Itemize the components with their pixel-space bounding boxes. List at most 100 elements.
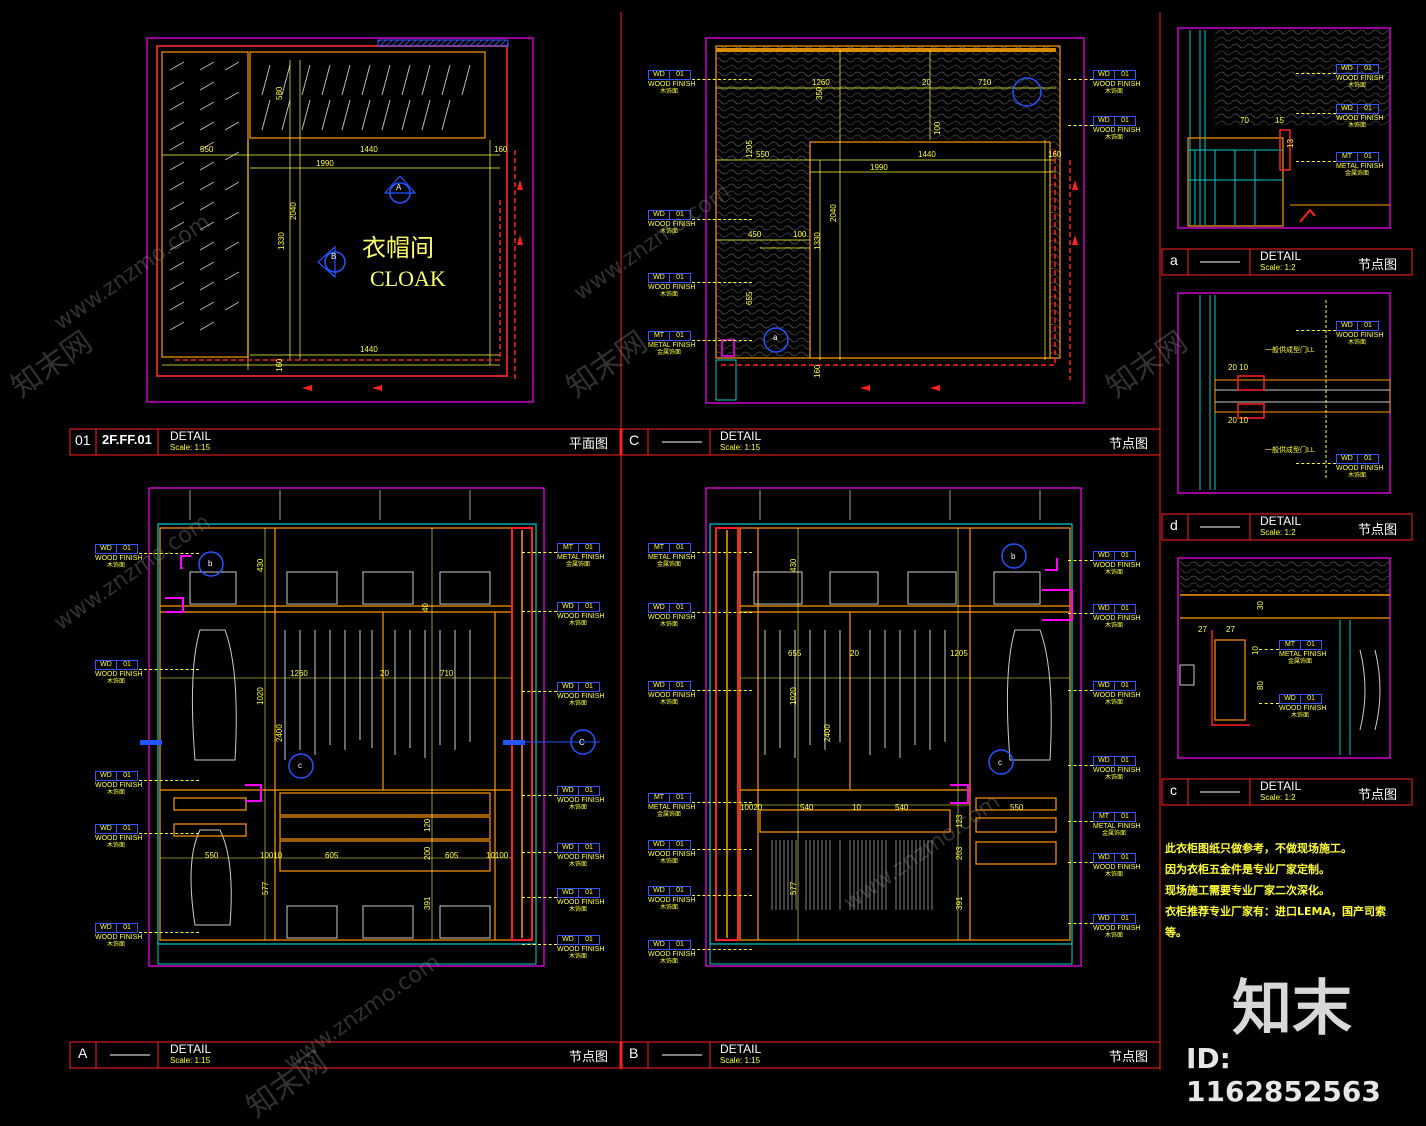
panel-a-label: 节点图	[569, 1049, 609, 1064]
tag-leader-line	[1068, 79, 1093, 80]
tag-leader-line	[1296, 161, 1336, 162]
tag-number: 01	[1115, 756, 1136, 766]
tag-name-cn: 木饰面	[1104, 933, 1123, 939]
panel-01-number: 01	[75, 432, 91, 448]
eleva-callout-c: c	[298, 761, 302, 770]
tag-name-cn: 木饰面	[106, 843, 125, 849]
tag-leader-line	[692, 282, 752, 283]
elevb-dim-1020: 1020	[789, 687, 798, 705]
tag-number: 01	[670, 543, 691, 553]
tag-code: WD	[95, 824, 117, 834]
tag-name-en: WOOD FINISH	[95, 782, 143, 789]
plan-drawing	[146, 37, 534, 403]
tag-name-en: WOOD FINISH	[1093, 925, 1141, 932]
eleva-dim-391: 391	[423, 896, 432, 910]
tag-leader-line	[1296, 463, 1336, 464]
eleva-dim-120: 120	[423, 818, 432, 832]
tag-leader-line	[522, 944, 557, 945]
tag-name-cn: 木饰面	[1104, 623, 1123, 629]
tag-name-cn: 金属饰面	[656, 562, 681, 568]
tag-name-en: WOOD FINISH	[1093, 767, 1141, 774]
tag-code: WD	[648, 70, 670, 80]
tag-name-en: WOOD FINISH	[1336, 332, 1384, 339]
tag-leader-line	[1068, 613, 1093, 614]
tag-name-en: WOOD FINISH	[1093, 562, 1141, 569]
tag-code: MT	[1279, 640, 1301, 650]
detail-c-number: c	[1170, 782, 1177, 798]
tag-code: WD	[1093, 551, 1115, 561]
tag-leader-line	[522, 552, 557, 553]
tag-name-cn: 木饰面	[659, 859, 678, 865]
eleva-dim-200: 200	[423, 846, 432, 860]
note-line-3: 现场施工需要专业厂家二次深化。	[1165, 884, 1330, 897]
tag-leader-line	[522, 611, 557, 612]
tag-number: 01	[670, 793, 691, 803]
tag-name-cn: 木饰面	[659, 229, 678, 235]
tag-name-en: WOOD FINISH	[557, 946, 605, 953]
detail-a-number: a	[1170, 252, 1178, 268]
tag-number: 01	[670, 681, 691, 691]
detail-d-label: 节点图	[1358, 522, 1398, 537]
tag-number: 01	[1115, 551, 1136, 561]
tag-leader-line	[1068, 690, 1093, 691]
tag-name-cn: 木饰面	[106, 679, 125, 685]
tag-leader-line	[692, 949, 752, 950]
tag-number: 01	[1358, 152, 1379, 162]
tag-number: 01	[670, 603, 691, 613]
tag-code: MT	[648, 793, 670, 803]
tag-code: WD	[1093, 853, 1115, 863]
tag-number: 01	[579, 786, 600, 796]
elevb-dim-577: 577	[789, 881, 798, 895]
eleva-dim-1260: 1260	[290, 669, 308, 678]
tag-code: WD	[1093, 116, 1115, 126]
tag-name-cn: 金属饰面	[656, 812, 681, 818]
tag-name-en: WOOD FINISH	[557, 854, 605, 861]
tag-name-cn: 木饰面	[1104, 135, 1123, 141]
tag-code: MT	[557, 543, 579, 553]
tag-name-cn: 木饰面	[106, 942, 125, 948]
eleva-dim-577: 577	[261, 881, 270, 895]
eleva-dim-430: 430	[256, 558, 265, 572]
tag-leader-line	[139, 780, 199, 781]
dd-note-b: 一般供成型门LL	[1265, 445, 1315, 454]
tag-code: WD	[557, 786, 579, 796]
tag-name-cn: 木饰面	[1290, 713, 1309, 719]
tag-code: WD	[1093, 914, 1115, 924]
elevb-dim-430: 430	[789, 558, 798, 572]
elevb-dim-10020: 10020	[740, 803, 763, 812]
tag-code: WD	[1093, 756, 1115, 766]
tag-code: WD	[557, 602, 579, 612]
tag-name-cn: 金属饰面	[656, 350, 681, 356]
tag-code: WD	[648, 603, 670, 613]
eleva-callout-b: b	[208, 559, 213, 568]
tag-name-en: WOOD FINISH	[95, 934, 143, 941]
tag-code: WD	[648, 886, 670, 896]
tag-leader-line	[139, 669, 199, 670]
tag-name-cn: 木饰面	[1104, 775, 1123, 781]
tag-name-en: WOOD FINISH	[1093, 127, 1141, 134]
plan-dim-580: 580	[275, 86, 284, 100]
tag-code: MT	[648, 331, 670, 341]
tag-code: WD	[95, 660, 117, 670]
elevc-dim-2040: 2040	[829, 204, 838, 222]
title-bars	[69, 248, 1413, 1069]
tag-name-cn: 木饰面	[568, 907, 587, 913]
tag-number: 01	[1358, 321, 1379, 331]
plan-dim-160: 160	[494, 145, 508, 154]
tag-code: WD	[1336, 321, 1358, 331]
detail-d-text: 20 10 20 10 一般供成型门LL 一般供成型门LL	[1228, 345, 1315, 454]
watermark-id: ID: 1162852563	[1186, 1042, 1381, 1108]
tag-name-en: WOOD FINISH	[648, 221, 696, 228]
tag-number: 01	[1358, 64, 1379, 74]
tag-code: WD	[557, 682, 579, 692]
tag-name-cn: 木饰面	[1347, 83, 1366, 89]
panel-a-number: A	[78, 1045, 88, 1061]
